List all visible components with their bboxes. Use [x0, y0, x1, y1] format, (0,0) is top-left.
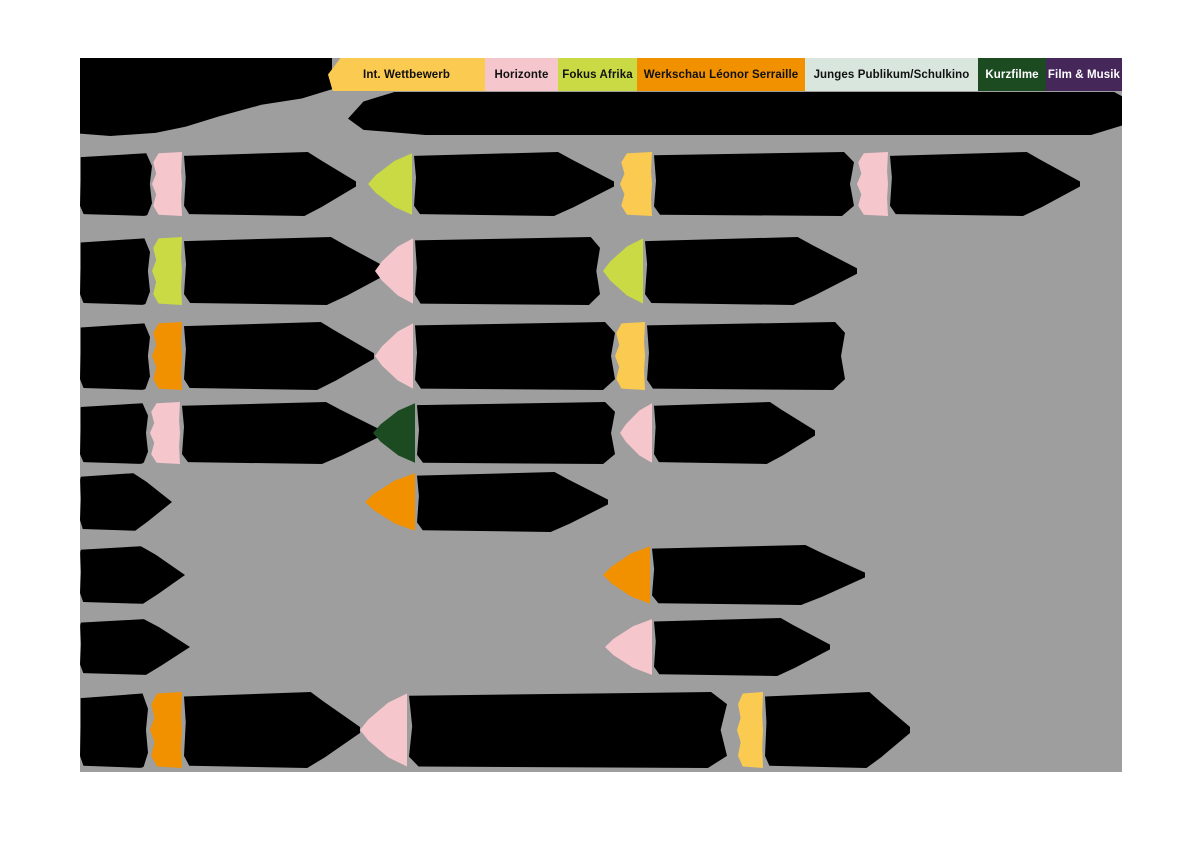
legend-item-wettbewerb: Int. Wettbewerb	[328, 58, 485, 91]
screening-text-blob	[184, 152, 356, 216]
category-marker-kurzfilme	[373, 403, 415, 463]
legend-item-kurzfilme: Kurzfilme	[978, 58, 1046, 91]
screening-text-blob	[182, 402, 382, 464]
category-marker-horizonte	[152, 152, 182, 216]
category-marker-horizonte	[360, 693, 407, 767]
category-marker-werkschau	[150, 692, 182, 768]
legend-item-junges-publikum: Junges Publikum/Schulkino	[805, 58, 978, 91]
schedule-row	[80, 545, 1122, 605]
category-marker-horizonte	[375, 323, 413, 389]
screening-text-blob	[415, 322, 615, 390]
schedule-row	[80, 692, 1122, 768]
schedule-rows	[80, 58, 1122, 772]
category-marker-fokus-afrika	[603, 238, 643, 304]
time-blob	[80, 546, 185, 604]
category-marker-horizonte	[620, 403, 652, 463]
category-marker-wettbewerb	[620, 152, 652, 216]
screening-text-blob	[409, 692, 727, 768]
screening-text-blob	[645, 237, 857, 305]
screening-text-blob	[414, 152, 614, 216]
time-blob	[80, 403, 148, 464]
legend-item-horizonte: Horizonte	[485, 58, 558, 91]
category-marker-horizonte	[375, 238, 413, 304]
time-blob	[80, 693, 148, 768]
screening-text-blob	[417, 472, 608, 532]
category-marker-werkschau	[603, 546, 650, 604]
screening-text-blob	[417, 402, 615, 464]
screening-text-blob	[184, 692, 360, 768]
schedule-row	[80, 237, 1122, 305]
category-marker-horizonte	[857, 152, 888, 216]
category-marker-werkschau	[152, 322, 182, 390]
time-blob	[80, 153, 152, 216]
schedule-row	[80, 402, 1122, 464]
screening-text-blob	[765, 692, 910, 768]
schedule-row	[80, 618, 1122, 676]
schedule-row	[80, 472, 1122, 532]
screening-text-blob	[652, 545, 865, 605]
category-marker-horizonte	[605, 619, 652, 675]
screening-text-blob	[184, 322, 374, 390]
time-blob	[80, 473, 172, 531]
legend-item-fokus-afrika: Fokus Afrika	[558, 58, 637, 91]
screening-text-blob	[654, 152, 854, 216]
screening-text-blob	[654, 402, 815, 464]
category-marker-werkschau	[365, 473, 415, 531]
schedule-row	[80, 322, 1122, 390]
screening-text-blob	[415, 237, 600, 305]
time-blob	[80, 619, 190, 675]
legend-item-werkschau: Werkschau Léonor Serraille	[637, 58, 805, 91]
screening-text-blob	[890, 152, 1080, 216]
legend-item-film-musik: Film & Musik	[1046, 58, 1122, 91]
category-marker-wettbewerb	[737, 692, 763, 768]
category-marker-fokus-afrika	[368, 153, 412, 215]
time-blob	[80, 238, 150, 305]
screening-text-blob	[654, 618, 830, 676]
screening-text-blob	[184, 237, 388, 305]
time-blob	[80, 323, 150, 390]
category-marker-horizonte	[150, 402, 180, 464]
schedule-row	[80, 152, 1122, 216]
category-marker-wettbewerb	[615, 322, 645, 390]
category-marker-fokus-afrika	[152, 237, 182, 305]
screening-text-blob	[647, 322, 845, 390]
intro-text-blob	[348, 92, 1122, 135]
